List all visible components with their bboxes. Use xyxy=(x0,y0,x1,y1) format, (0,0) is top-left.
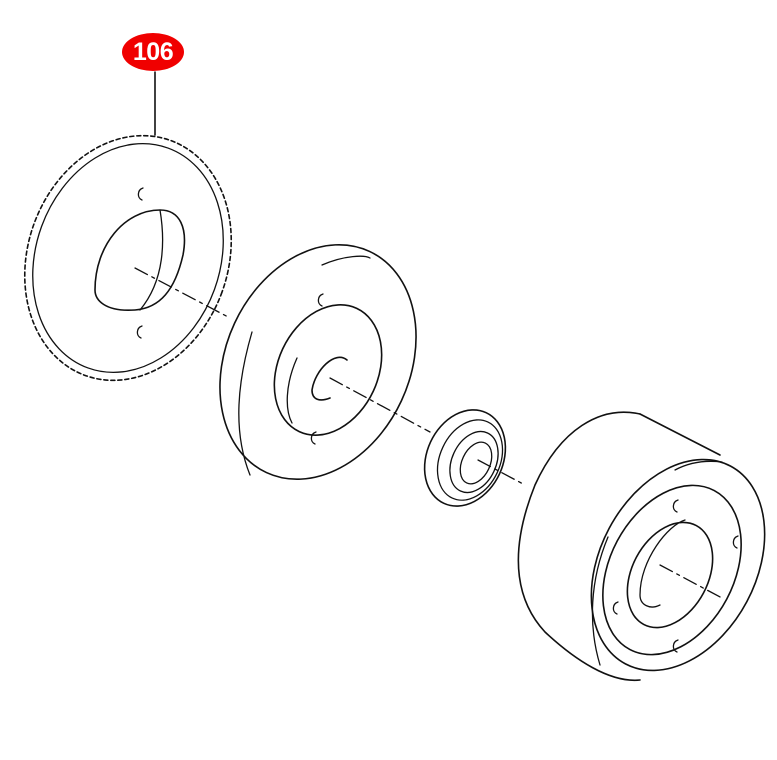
gear-tooth-root xyxy=(32,142,224,374)
bearing-outer xyxy=(423,409,507,507)
bearing-ring-3 xyxy=(459,441,493,485)
drum-slot-3 xyxy=(612,601,619,615)
drum-body xyxy=(517,411,641,681)
gear-slot-bottom xyxy=(136,325,143,339)
bearing[interactable] xyxy=(409,397,520,520)
drum-front-face xyxy=(590,458,766,672)
spur-gear[interactable] xyxy=(0,106,265,409)
gear-bore-edge xyxy=(139,209,164,311)
disc-slot-top xyxy=(317,293,324,307)
drum-rim-side xyxy=(591,536,609,666)
gear-outer-rim xyxy=(23,134,233,382)
drum-slot-1 xyxy=(672,499,679,513)
drum-recess xyxy=(602,484,742,656)
drum-top-edge xyxy=(639,413,721,456)
gear-bore xyxy=(94,209,186,311)
drum-pulley[interactable] xyxy=(517,411,777,700)
disc-hub-step xyxy=(286,357,298,424)
gear-slot-top xyxy=(137,187,144,201)
bearing-ring-2 xyxy=(449,430,499,494)
disc-center-hole xyxy=(311,356,348,401)
drum-hub xyxy=(626,521,714,629)
drum-hub-inner xyxy=(639,519,686,608)
disc-outer-face xyxy=(219,243,417,481)
disc-slot-bottom xyxy=(310,431,317,445)
disc-rim-back xyxy=(238,331,253,476)
drum-slot-4 xyxy=(672,639,679,653)
disc-hub xyxy=(273,304,383,436)
drum-slot-2 xyxy=(732,535,739,549)
assembly-axis xyxy=(134,267,723,599)
disc-rim-top xyxy=(321,255,371,266)
bearing-ring-1 xyxy=(436,419,504,501)
flywheel-disc[interactable] xyxy=(183,213,453,512)
callout-badge-106[interactable]: 106 xyxy=(122,33,184,71)
drum-rim-arc xyxy=(674,460,723,471)
